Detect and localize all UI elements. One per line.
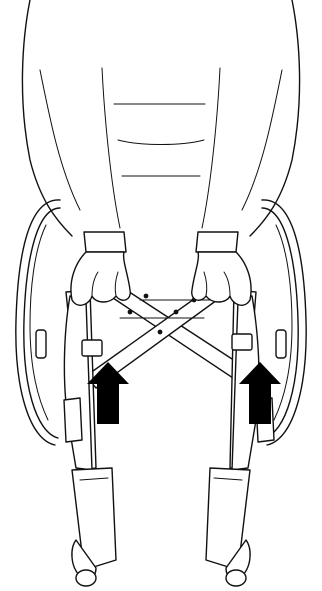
right-sleeve-cuff bbox=[196, 232, 238, 252]
left-sleeve-cuff bbox=[84, 232, 126, 252]
left-rear-wheel bbox=[16, 200, 60, 445]
right-hand bbox=[192, 252, 251, 305]
person-torso bbox=[22, 0, 299, 236]
right-footrest bbox=[206, 468, 250, 586]
left-footrest bbox=[72, 468, 116, 586]
left-hand bbox=[71, 252, 130, 305]
